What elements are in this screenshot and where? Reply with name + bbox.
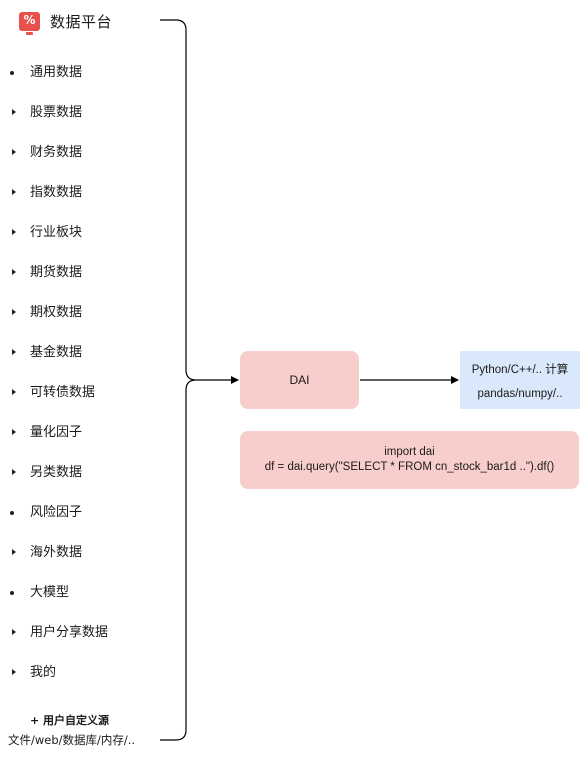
menu-item-label: 基金数据 bbox=[30, 345, 83, 360]
compute-line1: Python/C++/.. 计算 bbox=[471, 363, 569, 376]
category-brace bbox=[160, 19, 197, 741]
dai-node: DAI bbox=[240, 351, 359, 409]
menu-item-label: 期权数据 bbox=[30, 305, 83, 320]
bullet-icon bbox=[10, 591, 14, 595]
bullet-icon bbox=[10, 71, 14, 75]
custom-source-title[interactable]: + 用户自定义源 bbox=[30, 714, 110, 727]
app-header: % 数据平台 bbox=[19, 9, 113, 35]
menu-item-label: 量化因子 bbox=[30, 425, 83, 440]
expand-caret-icon[interactable] bbox=[12, 309, 16, 315]
code-example-node: import dai df = dai.query("SELECT * FROM… bbox=[240, 431, 579, 489]
menu-item-label: 可转债数据 bbox=[30, 385, 96, 400]
page-title: 数据平台 bbox=[50, 12, 113, 31]
custom-source-subtitle: 文件/web/数据库/内存/.. bbox=[8, 733, 136, 747]
code-line2: df = dai.query("SELECT * FROM cn_stock_b… bbox=[264, 461, 555, 473]
percent-icon: % bbox=[19, 11, 40, 35]
menu-item-label: 指数数据 bbox=[30, 185, 83, 200]
expand-caret-icon[interactable] bbox=[12, 229, 16, 235]
menu-item-label: 大模型 bbox=[30, 585, 70, 600]
menu-item-label: 我的 bbox=[30, 665, 57, 680]
expand-caret-icon[interactable] bbox=[12, 349, 16, 355]
dai-label: DAI bbox=[289, 373, 310, 387]
compute-node: Python/C++/.. 计算 pandas/numpy/.. bbox=[460, 351, 580, 409]
menu-item-label: 财务数据 bbox=[30, 145, 83, 160]
expand-caret-icon[interactable] bbox=[12, 469, 16, 475]
expand-caret-icon[interactable] bbox=[12, 109, 16, 115]
menu-item-label: 用户分享数据 bbox=[30, 625, 109, 640]
bullet-icon bbox=[10, 511, 14, 515]
expand-caret-icon[interactable] bbox=[12, 549, 16, 555]
expand-caret-icon[interactable] bbox=[12, 149, 16, 155]
expand-caret-icon[interactable] bbox=[12, 629, 16, 635]
menu-item-label: 风险因子 bbox=[30, 505, 83, 520]
menu-item-label: 股票数据 bbox=[30, 105, 83, 120]
menu-item-label: 海外数据 bbox=[30, 545, 83, 560]
menu-item-label: 期货数据 bbox=[30, 265, 83, 280]
code-line1: import dai bbox=[384, 446, 435, 458]
expand-caret-icon[interactable] bbox=[12, 389, 16, 395]
expand-caret-icon[interactable] bbox=[12, 189, 16, 195]
expand-caret-icon[interactable] bbox=[12, 669, 16, 675]
menu-item-label: 通用数据 bbox=[30, 65, 83, 80]
expand-caret-icon[interactable] bbox=[12, 269, 16, 275]
expand-caret-icon[interactable] bbox=[12, 429, 16, 435]
menu-item-label: 另类数据 bbox=[30, 465, 83, 480]
menu-item-label: 行业板块 bbox=[30, 225, 83, 240]
compute-line2: pandas/numpy/.. bbox=[477, 387, 563, 400]
